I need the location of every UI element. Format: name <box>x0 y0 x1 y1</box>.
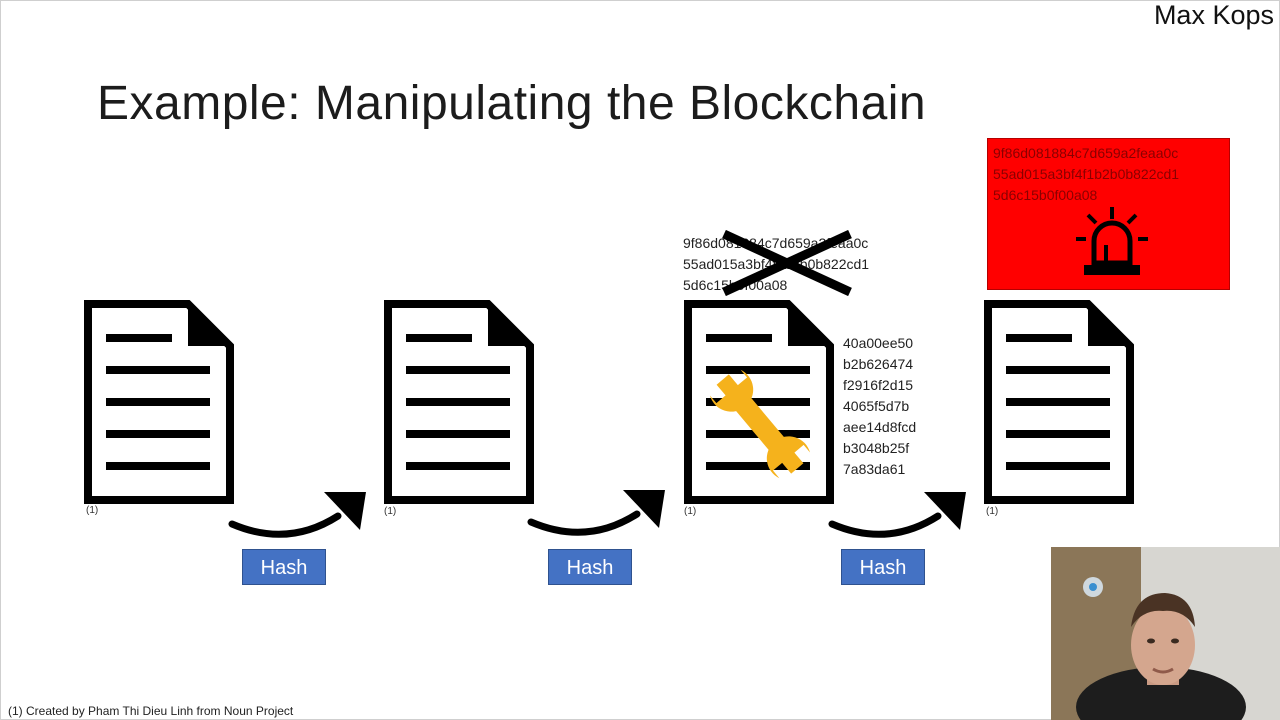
presenter-webcam <box>1051 547 1280 720</box>
curved-arrow-icon <box>228 492 366 538</box>
manipulated-document-icon <box>684 300 834 504</box>
footnote-mark: (1) <box>986 506 999 517</box>
slide-title: Example: Manipulating the Blockchain <box>97 77 927 130</box>
presenter-name: Max Kops <box>1153 0 1274 30</box>
mismatch-alert: 9f86d081884c7d659a2feaa0c 55ad015a3bf4f1… <box>987 138 1230 290</box>
stored-hash-text: 9f86d081884c7d659a2feaa0c 55ad015a3bf4f1… <box>993 145 1180 203</box>
hash-button[interactable]: Hash <box>242 549 326 585</box>
footnote-mark: (1) <box>384 506 397 517</box>
hash-button[interactable]: Hash <box>841 549 925 585</box>
image-credit-footnote: (1) Created by Pham Thi Dieu Linh from N… <box>8 704 294 718</box>
hash-button[interactable]: Hash <box>548 549 632 585</box>
document-icon <box>84 300 234 504</box>
footnote-mark: (1) <box>684 506 697 517</box>
wrench-icon <box>709 369 811 479</box>
footnote-mark: (1) <box>86 505 99 516</box>
curved-arrow-icon <box>828 492 966 538</box>
siren-icon <box>1076 207 1148 275</box>
document-icon <box>984 300 1134 504</box>
document-icon <box>384 300 534 504</box>
curved-arrow-icon <box>527 490 665 536</box>
x-mark-icon <box>722 230 852 296</box>
new-hash-text: 40a00ee50 b2b626474 f2916f2d15 4065f5d7b… <box>843 335 917 477</box>
